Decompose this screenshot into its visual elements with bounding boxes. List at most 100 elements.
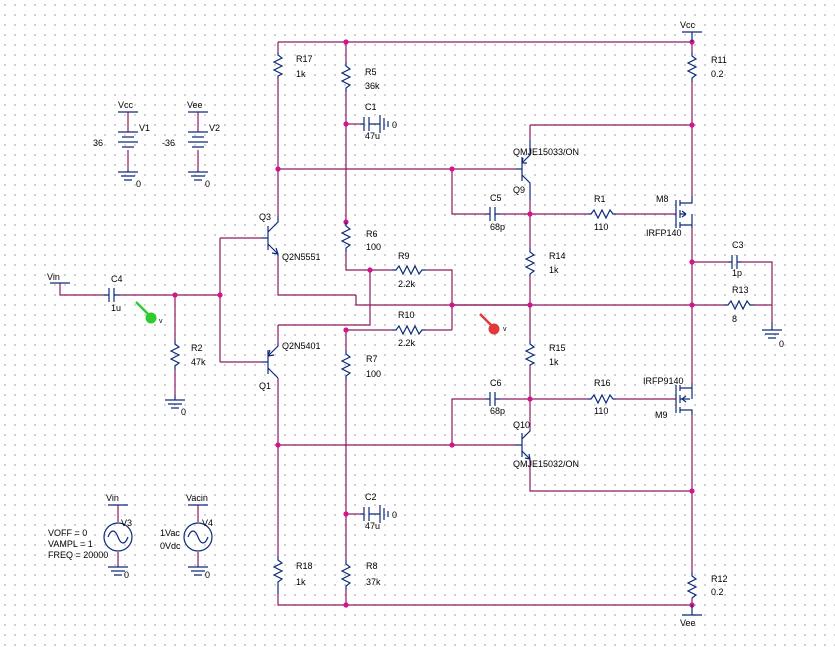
wires bbox=[59, 41, 773, 606]
resistor-r12[interactable] bbox=[686, 572, 698, 599]
label-q9-id: Q9 bbox=[513, 185, 525, 195]
ground-label-v1: 0 bbox=[136, 179, 141, 189]
dc-source-v1[interactable] bbox=[118, 111, 138, 170]
label-q1-part: Q2N5401 bbox=[282, 341, 321, 351]
resistor-r10[interactable] bbox=[392, 324, 426, 336]
resistor-r11[interactable] bbox=[686, 52, 698, 82]
label-r15-value: 1k bbox=[549, 357, 559, 367]
transistor-q10[interactable] bbox=[516, 430, 531, 460]
svg-text:V1: V1 bbox=[139, 123, 150, 133]
label-r9-value: 2.2k bbox=[398, 279, 416, 289]
net-markers bbox=[50, 31, 702, 616]
probe-label-green: v bbox=[159, 318, 163, 325]
label-r11-id: R11 bbox=[711, 55, 727, 65]
capacitor-c4[interactable] bbox=[104, 288, 120, 302]
label-q1-id: Q1 bbox=[259, 381, 271, 391]
probe-label-red: v bbox=[503, 326, 507, 333]
net-label-vee-v2: Vee bbox=[187, 100, 203, 110]
resistor-r5[interactable] bbox=[340, 62, 352, 92]
label-q9-part: QMJE15033/ON bbox=[513, 147, 579, 157]
label-r15-id: R15 bbox=[549, 343, 566, 353]
label-c3-id: C3 bbox=[732, 240, 744, 250]
label-c4-value: 1u bbox=[111, 303, 121, 313]
net-label-vcc-top: Vcc bbox=[680, 20, 696, 30]
label-v4-ac: 1Vac bbox=[160, 528, 180, 538]
label-r2-id: R2 bbox=[191, 343, 203, 353]
mosfet-m8[interactable] bbox=[675, 196, 693, 228]
label-c5-value: 68p bbox=[490, 222, 505, 232]
resistor-r7[interactable] bbox=[340, 350, 352, 380]
label-v3-voff: VOFF = 0 bbox=[48, 528, 87, 538]
resistor-r1[interactable] bbox=[588, 208, 616, 220]
ground-label-v4: 0 bbox=[205, 570, 210, 580]
label-r13-value: 8 bbox=[732, 314, 737, 324]
resistor-r13[interactable] bbox=[724, 299, 754, 311]
label-r6-value: 100 bbox=[366, 242, 381, 252]
resistor-r15[interactable] bbox=[524, 340, 536, 366]
net-label-vcc-v1: Vcc bbox=[118, 100, 134, 110]
resistor-r6[interactable] bbox=[340, 222, 352, 252]
label-q10-part: QMJE15032/ON bbox=[513, 459, 579, 469]
label-r13-id: R13 bbox=[732, 285, 749, 295]
dc-source-v2[interactable] bbox=[188, 111, 208, 170]
label-r10-value: 2.2k bbox=[398, 338, 416, 348]
resistor-r8[interactable] bbox=[340, 560, 352, 590]
label-r12-id: R12 bbox=[711, 574, 728, 584]
resistor-r14[interactable] bbox=[524, 248, 536, 276]
sine-source-v3[interactable] bbox=[103, 504, 133, 565]
transistor-q9[interactable] bbox=[516, 140, 531, 200]
label-r16-value: 110 bbox=[594, 406, 608, 416]
net-label-vacin-v4: Vacin bbox=[186, 493, 208, 503]
label-r14-id: R14 bbox=[549, 251, 566, 261]
capacitor-c1[interactable] bbox=[360, 115, 389, 133]
voltage-probe-green-icon[interactable] bbox=[135, 301, 157, 324]
mosfet-m9[interactable] bbox=[675, 383, 693, 415]
ground-label-v2: 0 bbox=[205, 179, 210, 189]
source-ids: V1 V2 bbox=[139, 123, 220, 133]
net-label-vin-v3: Vin bbox=[106, 493, 119, 503]
label-q3-id: Q3 bbox=[259, 212, 271, 222]
net-label-vin-input: Vin bbox=[47, 272, 60, 282]
label-q3-part: Q2N5551 bbox=[282, 252, 321, 262]
label-r1-id: R1 bbox=[594, 194, 606, 204]
label-v4-id: V4 bbox=[202, 518, 213, 528]
label-r1-value: 110 bbox=[594, 222, 608, 232]
transistor-q1[interactable] bbox=[262, 343, 279, 379]
label-v2-value: -36 bbox=[162, 138, 175, 148]
label-c2-value: 47u bbox=[365, 521, 380, 531]
label-c5-id: C5 bbox=[490, 193, 502, 203]
label-r18-id: R18 bbox=[296, 561, 313, 571]
label-r10-id: R10 bbox=[398, 310, 415, 320]
capacitor-c2[interactable] bbox=[360, 505, 389, 523]
capacitor-c6[interactable] bbox=[486, 392, 500, 406]
ground-label-v3: 0 bbox=[124, 570, 129, 580]
label-c1-value: 47u bbox=[365, 131, 380, 141]
net-labels: Vcc Vee Vcc Vee Vin Vin Vacin 0 0 0 0 0 … bbox=[47, 20, 784, 628]
label-v3-vampl: VAMPL = 1 bbox=[48, 539, 93, 549]
label-c4-id: C4 bbox=[111, 274, 123, 284]
sine-source-v4[interactable] bbox=[183, 504, 213, 565]
capacitor-c3[interactable] bbox=[728, 255, 742, 269]
resistor-r18[interactable] bbox=[272, 556, 284, 594]
transistor-q3[interactable] bbox=[262, 216, 279, 256]
resistor-r9[interactable] bbox=[392, 264, 426, 276]
label-r11-value: 0.2 bbox=[711, 69, 724, 79]
label-v4-dc: 0Vdc bbox=[160, 541, 181, 551]
ground-label-c2: 0 bbox=[392, 510, 397, 520]
label-r14-value: 1k bbox=[549, 265, 559, 275]
voltage-probe-red-icon[interactable] bbox=[479, 313, 500, 335]
label-r5-id: R5 bbox=[365, 67, 377, 77]
label-m9-part: IRFP9140 bbox=[643, 376, 684, 386]
ground-symbols bbox=[108, 170, 782, 576]
label-v3-id: V3 bbox=[121, 518, 132, 528]
label-m8-id: M8 bbox=[656, 194, 669, 204]
resistor-r17[interactable] bbox=[272, 52, 284, 78]
transistor-labels: Q3 Q2N5551 Q2N5401 Q1 QMJE15033/ON Q9 Q1… bbox=[259, 147, 684, 469]
label-r8-value: 37k bbox=[366, 577, 381, 587]
capacitor-c5[interactable] bbox=[486, 207, 500, 221]
resistor-r2[interactable] bbox=[169, 340, 181, 370]
resistor-r16[interactable] bbox=[588, 393, 616, 405]
label-v3-freq: FREQ = 20000 bbox=[48, 550, 108, 560]
